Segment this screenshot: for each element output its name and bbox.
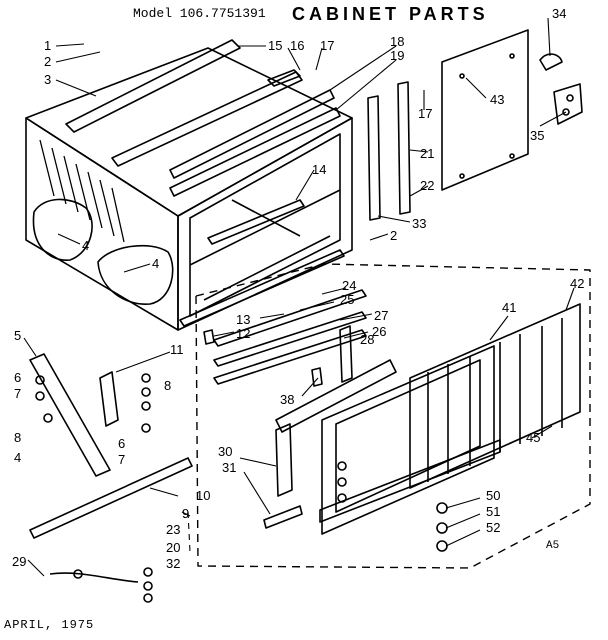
callout-31: 31 xyxy=(222,460,236,475)
front-frame-parts xyxy=(179,199,345,345)
callout-20: 20 xyxy=(166,540,180,555)
callout-6: 6 xyxy=(118,436,125,451)
revision-date: APRIL, 1975 xyxy=(4,618,95,632)
callout-4: 4 xyxy=(14,450,21,465)
page-code: A5 xyxy=(546,540,560,552)
callout-1: 1 xyxy=(44,38,51,53)
callout-4: 4 xyxy=(152,256,159,271)
fasteners xyxy=(35,373,448,603)
callout-35: 35 xyxy=(530,128,544,143)
callout-17: 17 xyxy=(320,38,334,53)
page-title: CABINET PARTS xyxy=(292,4,489,24)
callout-7: 7 xyxy=(14,386,21,401)
callout-32: 32 xyxy=(166,556,180,571)
callout-30: 30 xyxy=(218,444,232,459)
callout-9: 9 xyxy=(182,506,189,521)
callout-50: 50 xyxy=(486,488,500,503)
callout-13: 13 xyxy=(236,312,250,327)
callout-29: 29 xyxy=(12,554,26,569)
top-rails xyxy=(65,39,341,197)
cabinet-shell xyxy=(25,47,353,331)
leader-lines xyxy=(23,17,575,577)
callout-18: 18 xyxy=(390,34,404,49)
callout-19: 19 xyxy=(390,48,404,63)
callout-15: 15 xyxy=(268,38,282,53)
side-panel xyxy=(441,29,529,191)
callout-2: 2 xyxy=(390,228,397,243)
callout-14: 14 xyxy=(312,162,326,177)
callout-21: 21 xyxy=(420,146,434,161)
callout-45: 45 xyxy=(526,430,540,445)
callout-10: 10 xyxy=(196,488,210,503)
front-grille-assembly xyxy=(275,303,581,535)
callout-34: 34 xyxy=(552,6,566,21)
side-strips xyxy=(367,81,411,221)
callout-12: 12 xyxy=(236,326,250,341)
callout-22: 22 xyxy=(420,178,434,193)
callout-24: 24 xyxy=(342,278,356,293)
callout-5: 5 xyxy=(14,328,21,343)
callout-8: 8 xyxy=(164,378,171,393)
callout-52: 52 xyxy=(486,520,500,535)
callout-6: 6 xyxy=(14,370,21,385)
callout-7: 7 xyxy=(118,452,125,467)
callout-2: 2 xyxy=(44,54,51,69)
callout-42: 42 xyxy=(570,276,584,291)
clip-hardware xyxy=(539,53,583,125)
assembly-outline xyxy=(195,263,591,569)
callout-51: 51 xyxy=(486,504,500,519)
callout-17: 17 xyxy=(418,106,432,121)
callout-26: 26 xyxy=(372,324,386,339)
callout-8: 8 xyxy=(14,430,21,445)
callout-23: 23 xyxy=(166,522,180,537)
callout-41: 41 xyxy=(502,300,516,315)
callout-27: 27 xyxy=(374,308,388,323)
support-brackets xyxy=(29,353,303,539)
callout-4: 4 xyxy=(82,238,89,253)
callout-25: 25 xyxy=(340,292,354,307)
callout-43: 43 xyxy=(490,92,504,107)
callout-3: 3 xyxy=(44,72,51,87)
callout-16: 16 xyxy=(290,38,304,53)
model-number: Model 106.7751391 xyxy=(133,6,266,21)
callout-11: 11 xyxy=(170,342,184,357)
callout-38: 38 xyxy=(280,392,294,407)
callout-28: 28 xyxy=(360,332,374,347)
callout-33: 33 xyxy=(412,216,426,231)
